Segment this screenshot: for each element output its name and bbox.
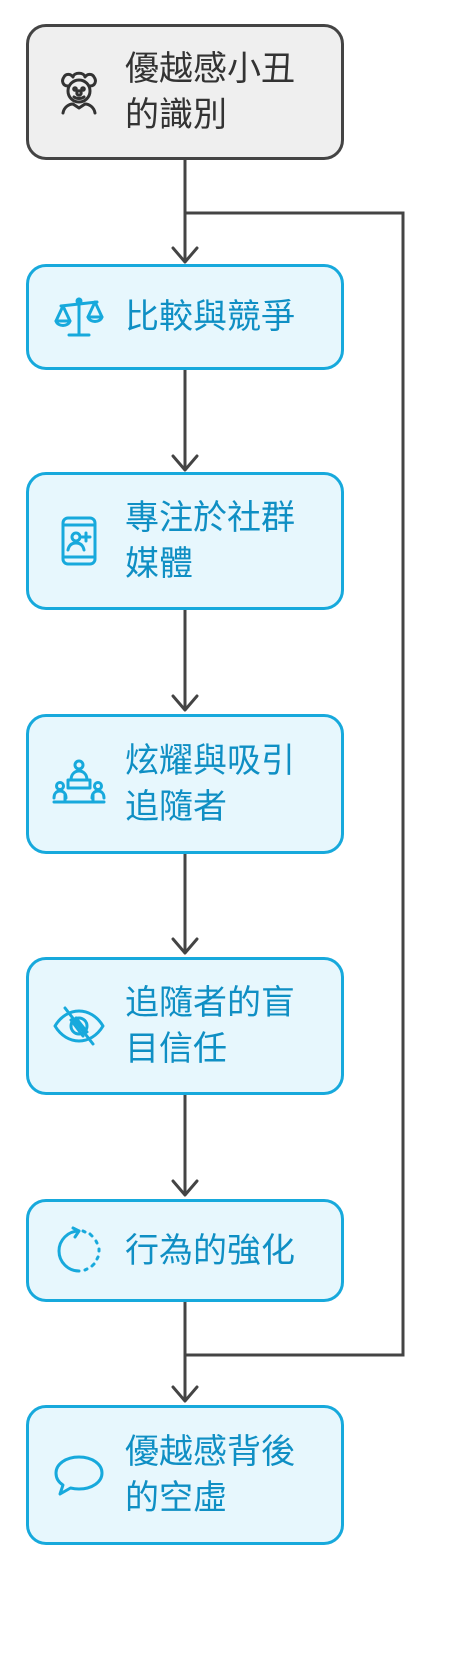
node-social-media: 專注於社群媒體 bbox=[26, 472, 344, 610]
eye-off-icon bbox=[49, 996, 109, 1056]
loop-connector bbox=[185, 211, 405, 1357]
scale-icon bbox=[49, 287, 109, 347]
node-label: 比較與競爭 bbox=[125, 297, 295, 337]
node-label: 追隨者的盲目信任 bbox=[125, 983, 295, 1069]
node-label: 行為的強化 bbox=[125, 1230, 295, 1271]
node-identification: 優越感小丑的識別 bbox=[26, 24, 344, 160]
node-label: 優越感背後的空虛 bbox=[125, 1432, 295, 1518]
node-label: 優越感小丑的識別 bbox=[125, 49, 295, 135]
node-label: 炫耀與吸引追隨者 bbox=[125, 741, 295, 827]
node-blind-trust: 追隨者的盲目信任 bbox=[26, 957, 344, 1095]
node-emptiness: 優越感背後的空虛 bbox=[26, 1405, 344, 1545]
audience-icon bbox=[49, 754, 109, 814]
node-comparison: 比較與競爭 bbox=[26, 264, 344, 370]
phone-user-icon bbox=[49, 511, 109, 571]
node-label: 專注於社群媒體 bbox=[125, 498, 295, 584]
node-show-off: 炫耀與吸引追隨者 bbox=[26, 714, 344, 854]
node-reinforcement: 行為的強化 bbox=[26, 1199, 344, 1302]
clown-icon bbox=[49, 62, 109, 122]
speech-bubble-icon bbox=[49, 1445, 109, 1505]
refresh-icon bbox=[49, 1221, 109, 1281]
